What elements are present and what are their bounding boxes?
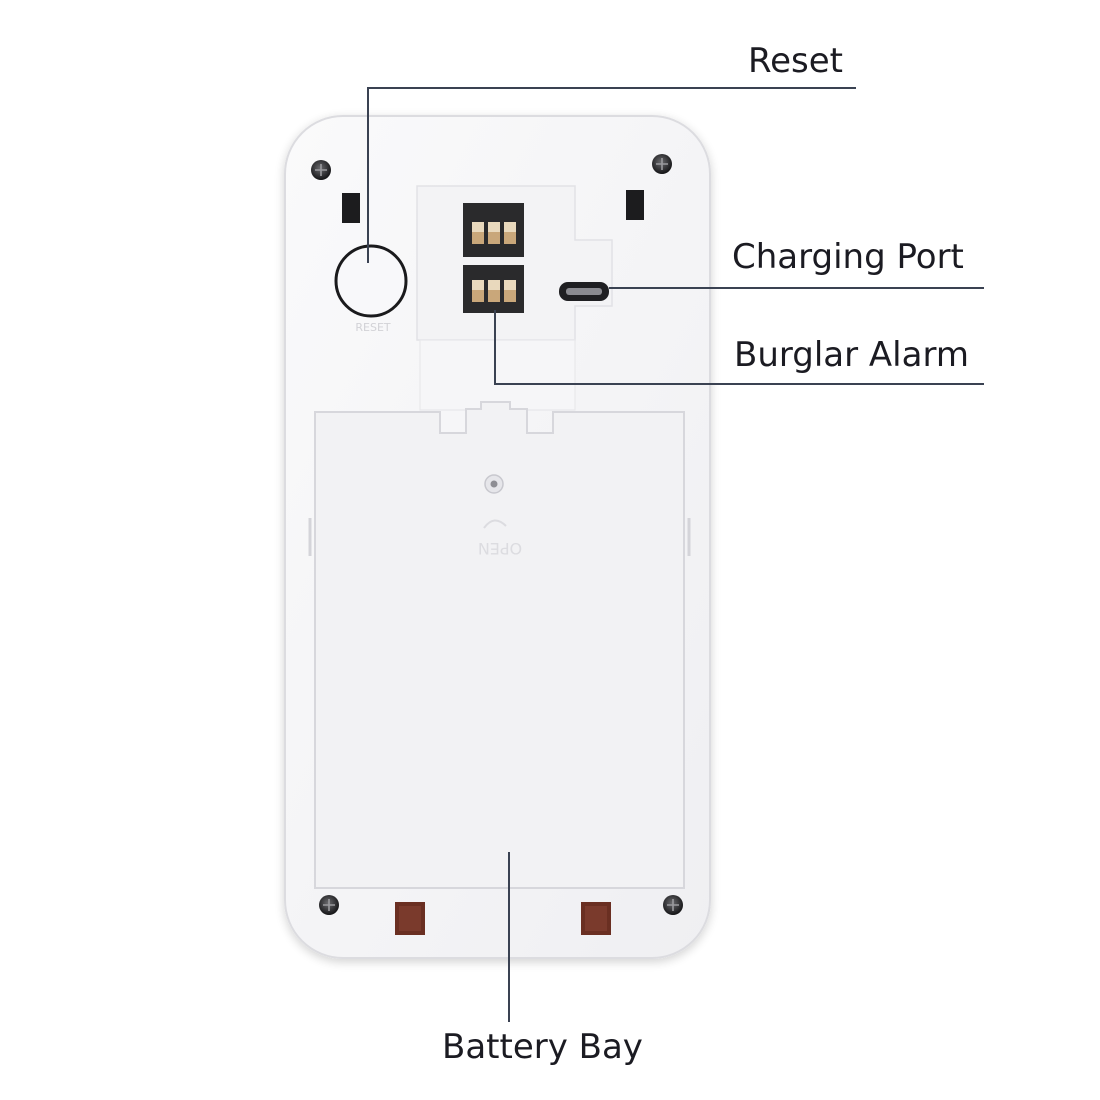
top-left-slot [342,193,360,223]
reset-callout-label: Reset [748,41,843,81]
reset-button[interactable] [334,244,408,318]
reset-leader-line [367,87,856,263]
reset-button-marking: RESET [355,321,391,334]
battery-contact-left [395,902,425,935]
screw-bottom-right [663,895,683,915]
battery-cover-screw-hole [484,474,504,494]
charging-port[interactable] [559,282,609,301]
screw-top-right [652,154,672,174]
battery-cover[interactable] [314,401,685,889]
leader-lines [367,87,984,1022]
dip-switch-lower[interactable] [463,265,524,313]
battery-cover-marking: OPEN [478,539,522,558]
charging-port-callout-label: Charging Port [732,237,964,277]
screw-bottom-left [319,895,339,915]
burglar-alarm-callout-label: Burglar Alarm [734,335,969,375]
battery-contact-right [581,902,611,935]
battery-bay-callout-label: Battery Bay [442,1027,643,1067]
top-right-slot [626,190,644,220]
dip-switch-upper[interactable] [463,203,524,257]
burglar-alarm-leader-line [494,310,984,385]
screw-top-left [311,160,331,180]
middle-recess-panel [419,339,576,411]
open-arrow-icon [483,519,507,529]
